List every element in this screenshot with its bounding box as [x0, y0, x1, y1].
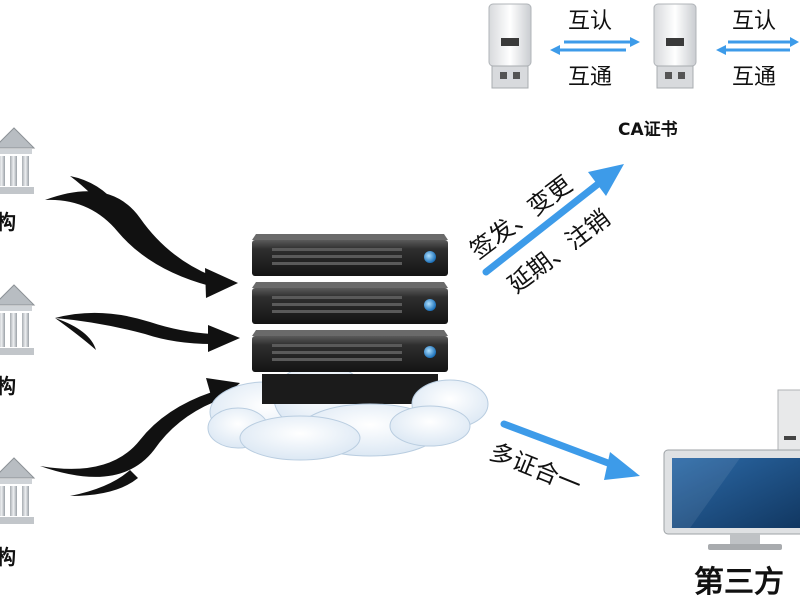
ca-sync-2: 互认 互通 — [716, 9, 799, 90]
status-led-icon — [424, 251, 436, 263]
institution-1: 构 — [0, 127, 36, 234]
ca-interconnection-label: 互通 — [732, 65, 776, 90]
institution-label: 构 — [0, 374, 16, 398]
bank-icon — [0, 127, 36, 194]
usb-key-2 — [653, 3, 697, 89]
usb-key-icon — [653, 3, 697, 89]
multi-cert-arrow — [500, 420, 640, 480]
usb-key-icon — [488, 3, 532, 89]
server-unit — [252, 282, 448, 324]
inbound-arrow-bottom — [40, 378, 240, 496]
third-party-computer: 第三方 — [663, 389, 800, 600]
bidirectional-arrows-icon — [550, 37, 640, 55]
ca-certificate-title: CA证书 — [618, 120, 678, 140]
issue-arrow — [482, 164, 624, 276]
bank-icon — [0, 284, 36, 355]
ca-interconnection-label: 互通 — [568, 65, 612, 90]
server-stack — [207, 234, 489, 461]
ca-mutual-recognition-label: 互认 — [568, 9, 612, 34]
institution-label: 构 — [0, 545, 16, 569]
third-party-label: 第三方 — [694, 565, 784, 600]
institution-label: 构 — [0, 210, 16, 234]
inbound-arrow-middle — [55, 312, 240, 352]
server-unit — [252, 234, 448, 276]
monitor-icon — [663, 449, 800, 550]
ca-mutual-recognition-label: 互认 — [732, 9, 776, 34]
bidirectional-arrows-icon — [716, 37, 799, 55]
bank-icon — [0, 457, 36, 524]
status-led-icon — [424, 346, 436, 358]
institution-2: 构 — [0, 284, 36, 398]
status-led-icon — [424, 299, 436, 311]
usb-key-1 — [488, 3, 532, 89]
inbound-arrow-top — [45, 176, 238, 298]
ca-sync-1: 互认 互通 — [550, 9, 640, 90]
cloud-icon — [239, 379, 489, 461]
institution-3: 构 — [0, 457, 36, 569]
server-unit — [252, 330, 448, 372]
